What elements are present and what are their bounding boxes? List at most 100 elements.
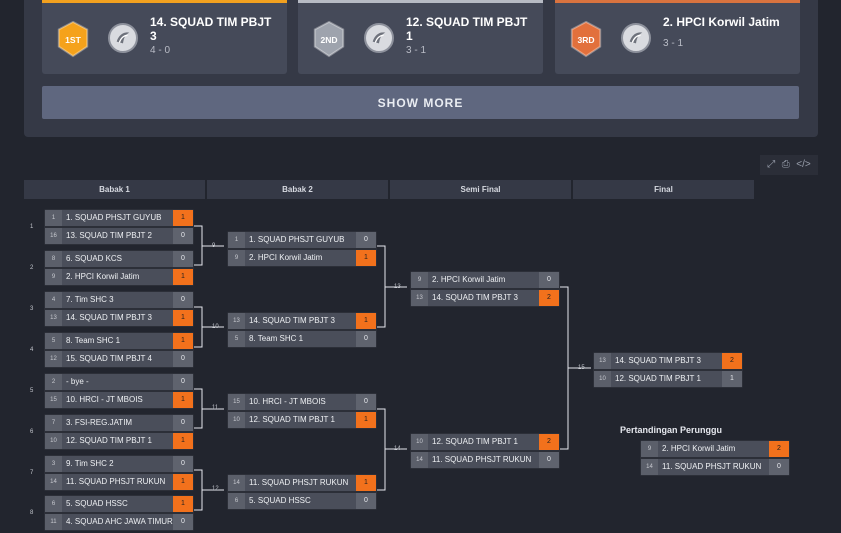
match-number: 15 [578,365,585,371]
show-more-button[interactable]: SHOW MORE [42,86,799,119]
team-name: 11. SQUAD PHSJT RUKUN [62,474,173,490]
team-score: 0 [173,514,193,530]
podium-accent-bar [42,0,287,3]
podium-score: 3 - 1 [406,45,427,56]
team-name: 10. HRCI - JT MBOIS [245,394,356,410]
team-score: 1 [722,371,742,387]
team-name: 6. SQUAD KCS [62,251,173,267]
team-score: 0 [539,452,559,468]
team-seed: 1 [45,210,62,226]
team-logo-icon [364,23,394,53]
team-name: 8. Team SHC 1 [62,333,173,349]
team-name: 13. SQUAD TIM PBJT 2 [62,228,173,244]
team-seed: 6 [45,496,62,512]
team-score: 1 [356,412,376,428]
medal-icon: 1ST [57,20,89,58]
team-name: 1. SQUAD PHSJT GUYUB [62,210,173,226]
team-score: 1 [173,474,193,490]
team-score: 1 [356,313,376,329]
print-icon[interactable]: ⎙ [781,159,790,170]
team-name: 2. HPCI Korwil Jatim [428,272,539,288]
match-team-row[interactable]: 2- bye -0 [45,374,193,390]
team-name: 5. SQUAD HSSC [245,493,356,509]
team-seed: 9 [641,441,658,457]
podium-first[interactable]: 1ST 14. SQUAD TIM PBJT 3 4 - 0 [42,0,287,74]
team-score: 1 [173,310,193,326]
team-seed: 9 [228,250,245,266]
match-number: 7 [30,470,34,476]
team-name: 11. SQUAD PHSJT RUKUN [245,475,356,491]
team-score: 0 [173,351,193,367]
team-score: 2 [769,441,789,457]
podium-team-name: 2. HPCI Korwil Jatim [663,15,780,29]
team-seed: 14 [411,452,428,468]
medal-label: 1ST [65,35,81,45]
medal-icon: 2ND [313,20,345,58]
team-score: 1 [173,496,193,512]
team-seed: 10 [228,412,245,428]
team-score: 1 [173,269,193,285]
team-score: 0 [173,415,193,431]
podium-score: 4 - 0 [150,45,171,56]
podium-accent-bar [555,0,800,3]
team-score: 2 [539,434,559,450]
medal-icon: 3RD [570,20,602,58]
code-icon[interactable]: </> [796,159,811,170]
match-number: 12 [212,486,219,492]
fullscreen-icon[interactable]: ⤢ [767,159,776,170]
podium-team-name: 14. SQUAD TIM PBJT 3 [150,15,272,43]
team-score: 1 [356,250,376,266]
match-number: 2 [30,265,34,271]
team-name: 2. HPCI Korwil Jatim [658,441,769,457]
